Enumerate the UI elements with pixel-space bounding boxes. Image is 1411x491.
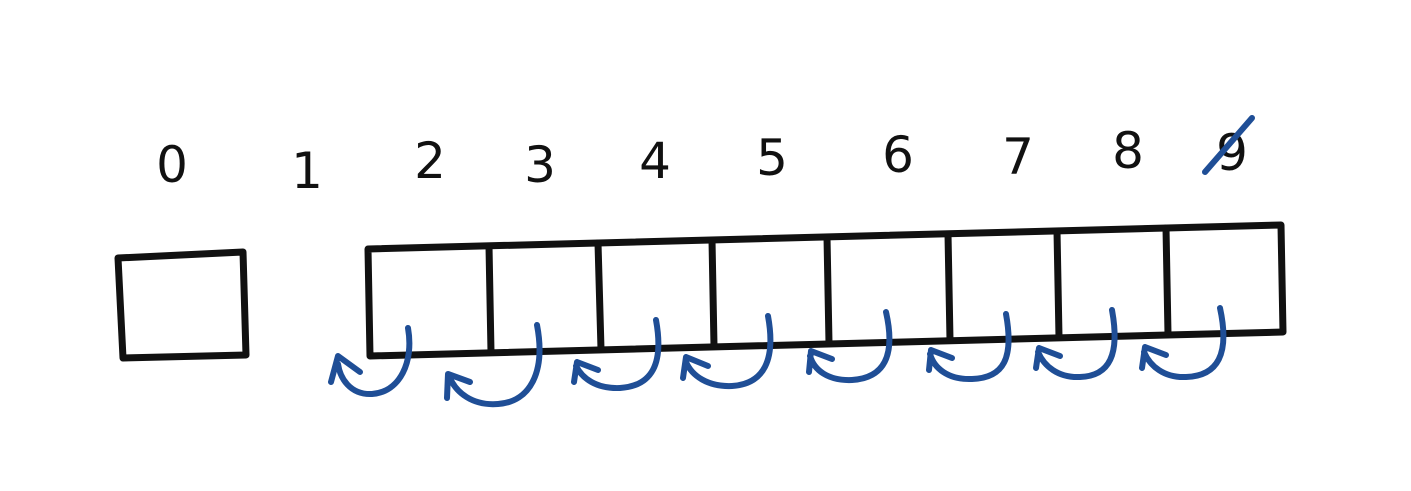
shift-arrow-left [806, 309, 893, 384]
array-row [364, 221, 1287, 360]
cell-divider [485, 242, 495, 356]
index-label-4: 4 [639, 132, 671, 190]
index-label-7: 7 [1002, 128, 1034, 186]
shift-arrow-left [1033, 307, 1118, 381]
shift-arrows [328, 305, 1227, 408]
shift-arrow-left [444, 322, 543, 408]
index-label-8: 8 [1112, 122, 1144, 180]
shift-arrow-left [680, 313, 774, 390]
index-label-2: 2 [414, 132, 446, 190]
index-label-1: 1 [291, 142, 323, 200]
cell-divider [1162, 224, 1172, 338]
index-label-0: 0 [156, 136, 188, 194]
array-outline [364, 221, 1287, 360]
index-labels: 0 1 2 3 4 5 6 7 8 9 [156, 115, 1255, 200]
index-label-6: 6 [882, 126, 914, 184]
cell-divider [823, 233, 833, 347]
shift-arrow-left [571, 317, 662, 392]
separate-slot-box [114, 248, 250, 362]
index-label-3: 3 [524, 136, 556, 194]
index-label-5: 5 [756, 129, 788, 187]
strike-through-mark [1202, 115, 1255, 175]
shift-arrow-left [926, 311, 1012, 383]
cell-divider [708, 236, 718, 350]
cell-divider [944, 230, 954, 344]
cell-divider [1053, 227, 1063, 341]
shift-arrow-left [328, 325, 413, 397]
cell-divider [594, 239, 605, 353]
shift-arrow-left [1139, 305, 1227, 381]
